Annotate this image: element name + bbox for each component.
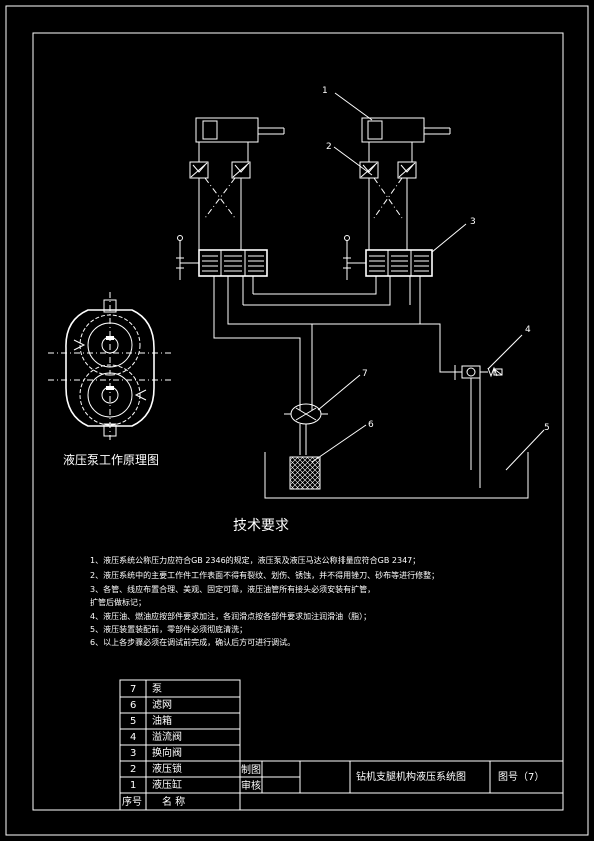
drawing-title: 钻机支腿机构液压系统图 <box>356 770 466 783</box>
part-name-2: 液压锁 <box>152 762 182 775</box>
part-name-3: 换向阀 <box>152 746 182 759</box>
drawing-number: 图号（7） <box>498 771 544 783</box>
callout-7: 7 <box>362 369 368 379</box>
callout-3: 3 <box>470 217 476 227</box>
inner-border <box>32 32 564 811</box>
cylinder-left <box>195 117 285 143</box>
tech-line-1: 1、液压系统公称压力应符合GB 2346的规定，液压泵及液压马达公称排量应符合G… <box>90 555 420 565</box>
hydraulic-lock-left <box>189 142 251 250</box>
gear-pump-diagram <box>48 292 172 440</box>
callout-6: 6 <box>368 420 374 430</box>
callout-5: 5 <box>544 423 550 433</box>
part-no-1: 1 <box>130 780 136 791</box>
part-name-1: 液压缸 <box>152 778 182 791</box>
tech-line-4: 扩管后做标记； <box>90 597 146 607</box>
header-no: 序号 <box>122 795 142 808</box>
part-no-5: 5 <box>130 716 136 727</box>
callout-1: 1 <box>322 86 328 96</box>
tech-line-2: 2、液压系统中的主要工作件工作表面不得有裂纹、划伤、锈蚀，并不得用锉刀、砂布等进… <box>90 570 439 580</box>
part-no-7: 7 <box>130 684 136 695</box>
pump-caption: 液压泵工作原理图 <box>63 452 159 467</box>
callout-leaders <box>311 92 545 471</box>
part-name-5: 油箱 <box>152 714 172 727</box>
relief-valve <box>455 365 503 470</box>
tech-line-7: 6、以上各步骤必须在调试前完成，确认后方可进行调试。 <box>90 637 295 647</box>
title-block-grid <box>119 679 563 811</box>
pipelines <box>213 276 456 410</box>
directional-valve-right <box>343 235 433 280</box>
cylinder-right <box>361 117 451 143</box>
checked-label: 审核 <box>241 779 261 792</box>
pump <box>284 403 328 455</box>
callout-4: 4 <box>525 325 531 335</box>
filter <box>289 456 321 490</box>
header-name: 名 称 <box>162 795 185 808</box>
tech-line-5: 4、液压油、燃油应按部件要求加注，各润滑点按各部件要求加注润滑油（脂）； <box>90 611 371 621</box>
tech-line-6: 5、液压装置装配前，零部件必须彻底清洗； <box>90 624 247 634</box>
outer-border <box>5 5 589 836</box>
drawn-label: 制图 <box>241 763 261 776</box>
part-name-7: 泵 <box>152 683 162 695</box>
callout-2: 2 <box>326 142 332 152</box>
part-no-2: 2 <box>130 764 136 775</box>
directional-valve-left <box>176 235 268 280</box>
oil-tank <box>264 378 529 499</box>
part-no-3: 3 <box>130 748 136 759</box>
part-no-4: 4 <box>130 732 136 743</box>
part-name-6: 滤网 <box>152 698 172 711</box>
tech-title: 技术要求 <box>233 518 289 534</box>
tech-line-3: 3、各管、线应布置合理、美观、固定可靠，液压油管所有接头必须安装有扩管， <box>90 584 375 594</box>
hydraulic-lock-right <box>359 142 417 250</box>
part-name-4: 溢流阀 <box>152 730 182 743</box>
part-no-6: 6 <box>130 700 136 711</box>
